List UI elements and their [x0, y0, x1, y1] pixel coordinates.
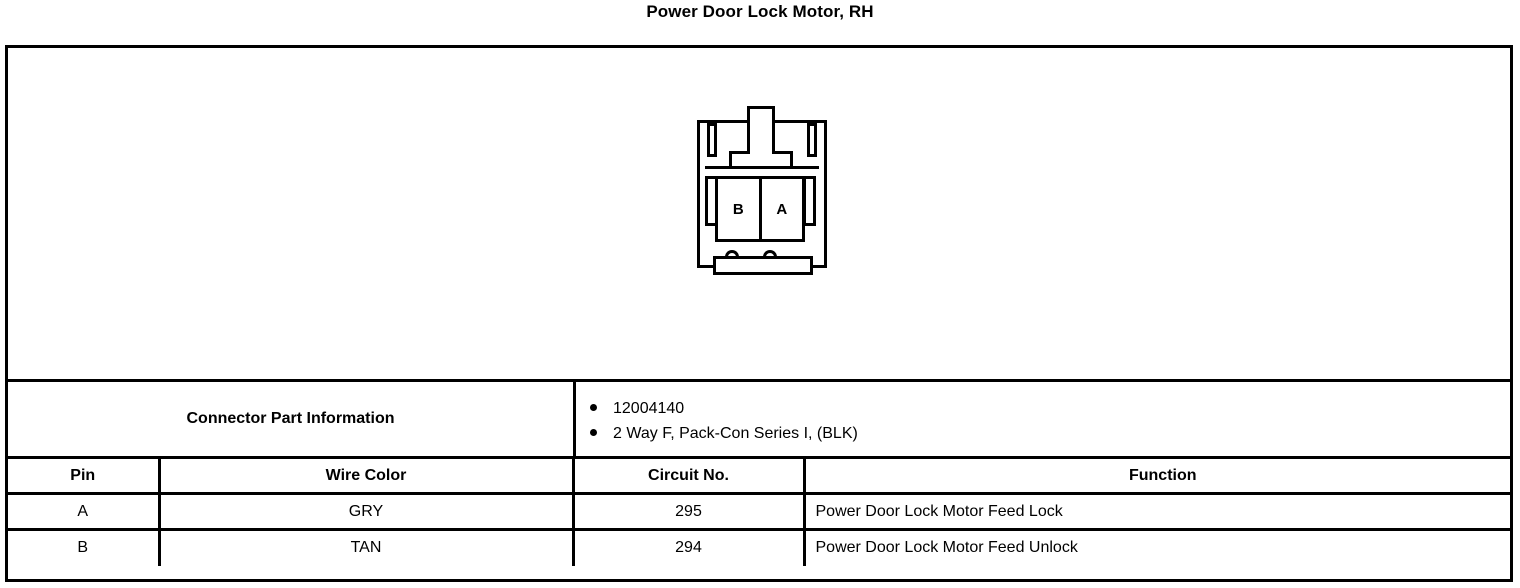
table-row: A GRY 295 Power Door Lock Motor Feed Loc…: [8, 492, 1510, 531]
connector-part-information-row: Connector Part Information 12004140 2 Wa…: [8, 379, 1510, 456]
connector-upper-right-rail: [807, 123, 817, 157]
connector-cavity-block: B A: [715, 176, 805, 242]
cell-function: Power Door Lock Motor Feed Unlock: [802, 528, 1510, 566]
bullet-dot-icon: [590, 404, 597, 412]
connector-part-information-values: 12004140 2 Way F, Pack-Con Series I, (BL…: [573, 382, 1510, 456]
column-header-function: Function: [802, 456, 1510, 494]
connector-cavity-a: A: [758, 179, 803, 239]
pin-assignment-table: Pin Wire Color Circuit No. Function A GR…: [8, 456, 1510, 566]
cell-circuit-no: 294: [571, 528, 804, 566]
cell-function: Power Door Lock Motor Feed Lock: [802, 492, 1510, 531]
connector-lock-bump-left: [725, 250, 739, 258]
part-number-text: 12004140: [613, 400, 685, 418]
connector-latch-tab-join: [750, 149, 772, 155]
column-header-pin: Pin: [8, 456, 159, 494]
connector-part-information-label: Connector Part Information: [186, 410, 395, 427]
part-description-text: 2 Way F, Pack-Con Series I, (BLK): [613, 425, 858, 442]
connector-base-foot: [713, 256, 813, 275]
connector-cavity-b: B: [732, 200, 744, 218]
connector-face-view-diagram: B A: [691, 106, 827, 286]
connector-info-frame: B A Connector Part Information 12004140 …: [5, 45, 1513, 582]
cell-pin: A: [8, 492, 159, 531]
connector-illustration-area: B A: [8, 48, 1510, 379]
table-row: B TAN 294 Power Door Lock Motor Feed Unl…: [8, 528, 1510, 566]
page-title: Power Door Lock Motor, RH: [646, 2, 874, 21]
part-bullet-item: 12004140: [590, 397, 1510, 422]
cell-circuit-no: 295: [571, 492, 804, 531]
bullet-dot-icon: [590, 429, 597, 436]
table-header-row: Pin Wire Color Circuit No. Function: [8, 456, 1510, 494]
column-header-wire-color: Wire Color: [157, 456, 573, 494]
connector-upper-left-rail: [707, 123, 717, 157]
column-header-circuit-no: Circuit No.: [571, 456, 804, 494]
connector-lock-bump-right: [763, 250, 777, 258]
cell-pin: B: [8, 528, 159, 566]
part-bullet-item: 2 Way F, Pack-Con Series I, (BLK): [590, 422, 1510, 447]
cell-wire-color: TAN: [157, 528, 573, 566]
connector-latch-tab-stem: [747, 106, 775, 154]
cell-wire-color: GRY: [157, 492, 573, 531]
